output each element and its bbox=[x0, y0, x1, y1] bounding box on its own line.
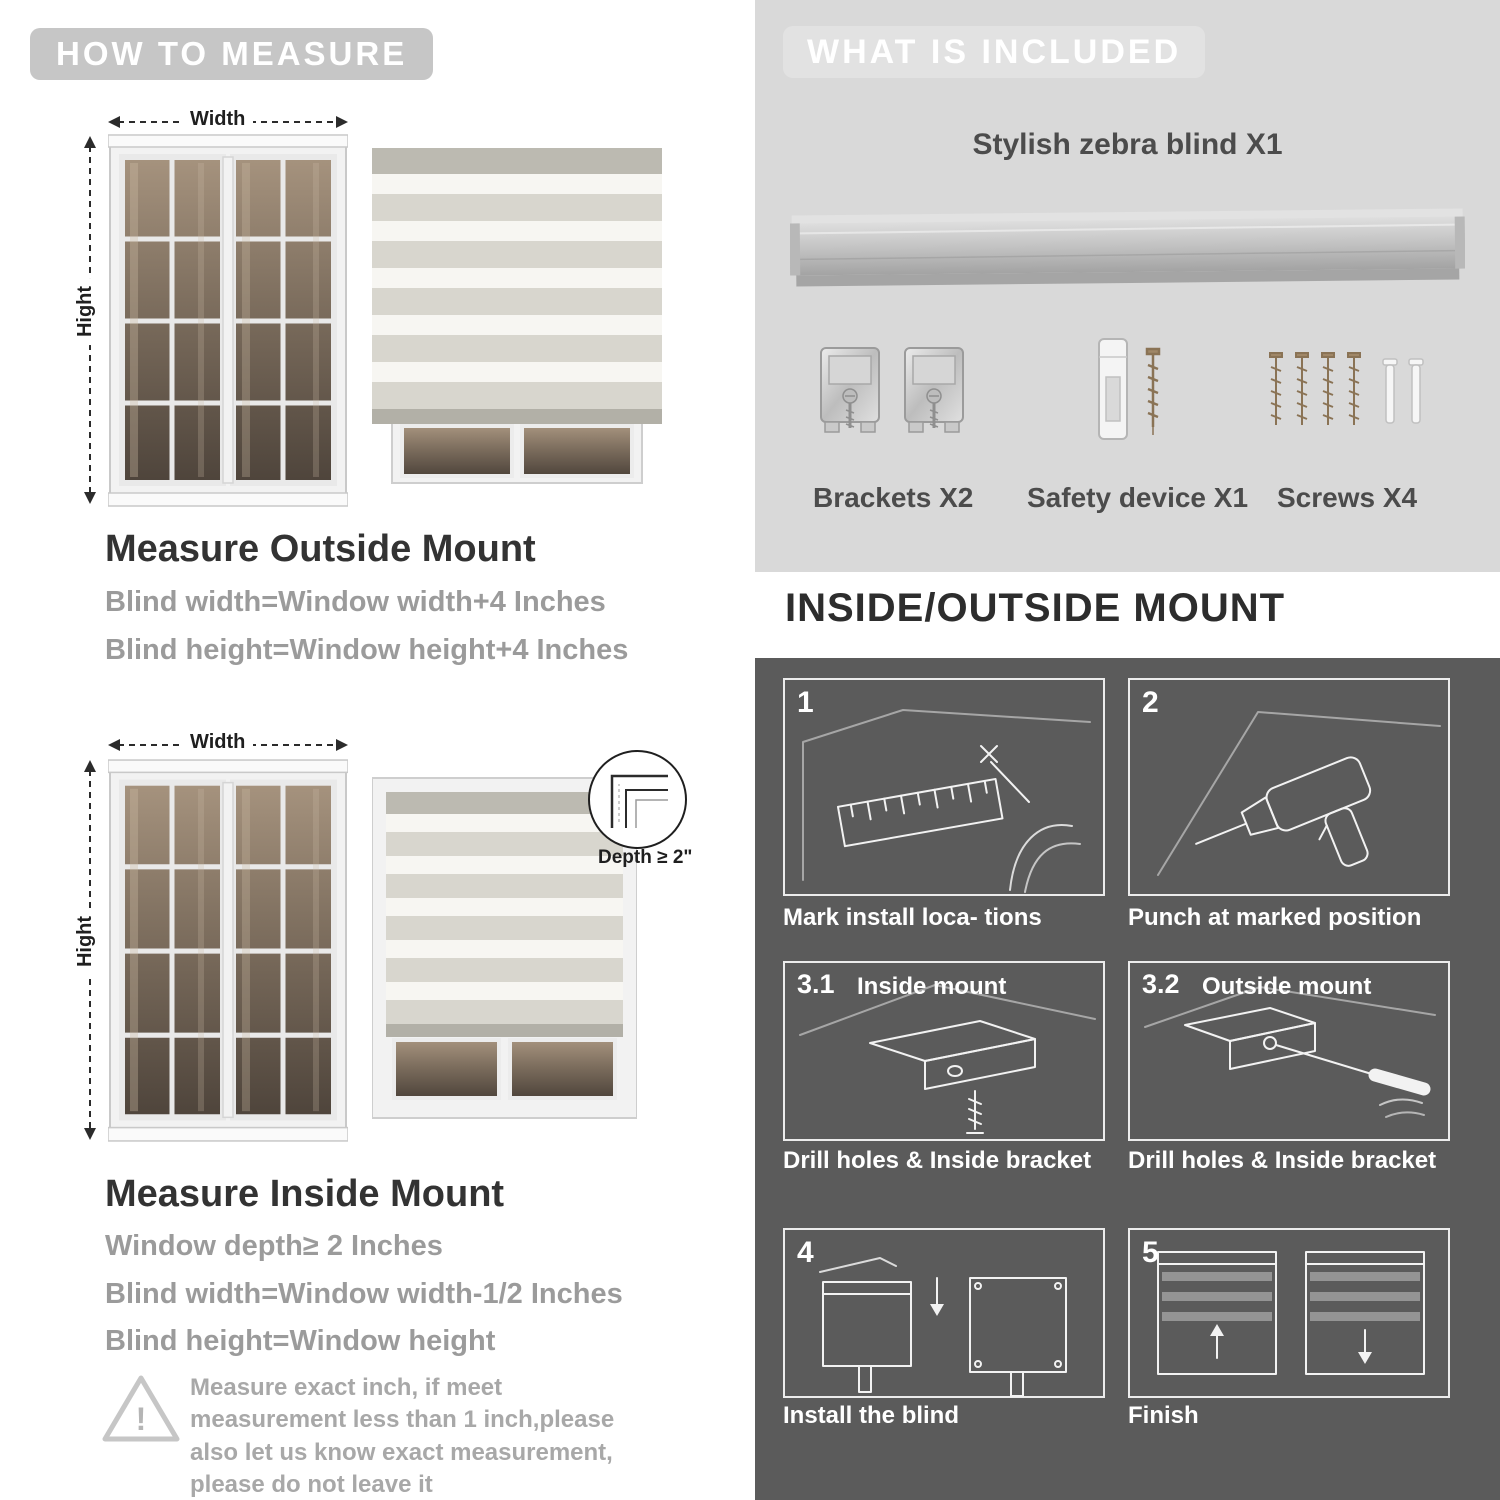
step-3-1-label: Inside mount bbox=[857, 973, 1007, 1000]
how-to-measure-header: HOW TO MEASURE bbox=[30, 28, 434, 80]
install-blind-illustration bbox=[819, 1257, 1067, 1397]
what-is-included-header: WHAT IS INCLUDED bbox=[783, 26, 1206, 78]
mark-locations-illustration bbox=[802, 709, 1091, 893]
step-3-1-number: 3.1 bbox=[797, 969, 835, 999]
window-illustration-inside bbox=[108, 759, 348, 1142]
width-label-outside: Width bbox=[182, 108, 254, 131]
step-5-number: 5 bbox=[1142, 1236, 1159, 1269]
height-label-outside: Hight bbox=[74, 277, 98, 346]
outside-mount-title: Measure Outside Mount bbox=[105, 528, 536, 570]
depth-callout-circle bbox=[588, 750, 687, 849]
safety-device-icon bbox=[1098, 338, 1161, 440]
step-2-box: 2 bbox=[1128, 678, 1450, 896]
step-3-2-number: 3.2 bbox=[1142, 969, 1180, 999]
zebra-blind-illustration-outside bbox=[372, 148, 662, 484]
what-is-included-panel: WHAT IS INCLUDED Stylish zebra blind X1 bbox=[755, 0, 1500, 572]
brackets-label: Brackets X2 bbox=[813, 482, 974, 513]
mount-steps-panel: 1 Mark install loca- tions 2 Punch bbox=[755, 658, 1500, 1500]
step-1-caption: Mark install loca- tions bbox=[783, 904, 1042, 931]
step-3-2-box: 3.2 Outside mount bbox=[1128, 961, 1450, 1141]
measurement-warning-text: Measure exact inch, if meet measurement … bbox=[190, 1374, 615, 1499]
finish-illustration bbox=[1157, 1251, 1425, 1375]
bracket-icon-1 bbox=[820, 347, 880, 433]
step-4-number: 4 bbox=[797, 1236, 814, 1269]
outside-mount-rule-1: Blind width=Window width+4 Inches bbox=[105, 586, 606, 618]
step-2-caption: Punch at marked position bbox=[1128, 904, 1422, 931]
step-2-number: 2 bbox=[1142, 686, 1159, 719]
headrail-illustration bbox=[790, 208, 1465, 287]
depth-label: Depth ≥ 2" bbox=[598, 847, 693, 868]
inside-mount-rule-2: Blind width=Window width-1/2 Inches bbox=[105, 1278, 623, 1310]
outside-mount-rule-2: Blind height=Window height+4 Inches bbox=[105, 634, 629, 666]
step-4-box: 4 bbox=[783, 1228, 1105, 1398]
step-5-box: 5 bbox=[1128, 1228, 1450, 1398]
step-1-box: 1 bbox=[783, 678, 1105, 896]
width-label-inside: Width bbox=[182, 731, 254, 754]
inside-bracket-illustration bbox=[799, 984, 1096, 1134]
step-1-number: 1 bbox=[797, 686, 814, 719]
blind-product-label: Stylish zebra blind X1 bbox=[972, 128, 1283, 161]
warning-triangle-icon: ! bbox=[102, 1375, 180, 1442]
step-3-2-label: Outside mount bbox=[1202, 973, 1372, 1000]
screws-label: Screws X4 bbox=[1277, 482, 1418, 513]
window-corner-icon bbox=[610, 774, 668, 828]
step-3-2-caption: Drill holes & Inside bracket bbox=[1128, 1147, 1437, 1174]
screws-icon bbox=[1269, 352, 1424, 425]
svg-text:!: ! bbox=[136, 1401, 147, 1437]
window-illustration-outside bbox=[108, 134, 348, 507]
step-3-1-box: 3.1 Inside mount bbox=[783, 961, 1105, 1141]
mount-section-header: INSIDE/OUTSIDE MOUNT bbox=[785, 586, 1286, 630]
step-5-caption: Finish bbox=[1128, 1402, 1199, 1429]
bracket-icon-2 bbox=[904, 347, 964, 433]
step-3-1-caption: Drill holes & Inside bracket bbox=[783, 1147, 1092, 1174]
height-label-inside: Hight bbox=[74, 907, 98, 976]
step-4-caption: Install the blind bbox=[783, 1402, 960, 1429]
height-arrow-outside bbox=[84, 136, 96, 504]
inside-mount-rule-1: Window depth≥ 2 Inches bbox=[105, 1230, 443, 1262]
drill-illustration bbox=[1157, 711, 1441, 876]
safety-device-label: Safety device X1 bbox=[1027, 482, 1249, 513]
zebra-blind-illustration-inside bbox=[372, 777, 637, 1119]
outside-bracket-illustration bbox=[1144, 986, 1436, 1118]
inside-mount-title: Measure Inside Mount bbox=[105, 1173, 505, 1215]
inside-mount-rule-3: Blind height=Window height bbox=[105, 1325, 496, 1357]
